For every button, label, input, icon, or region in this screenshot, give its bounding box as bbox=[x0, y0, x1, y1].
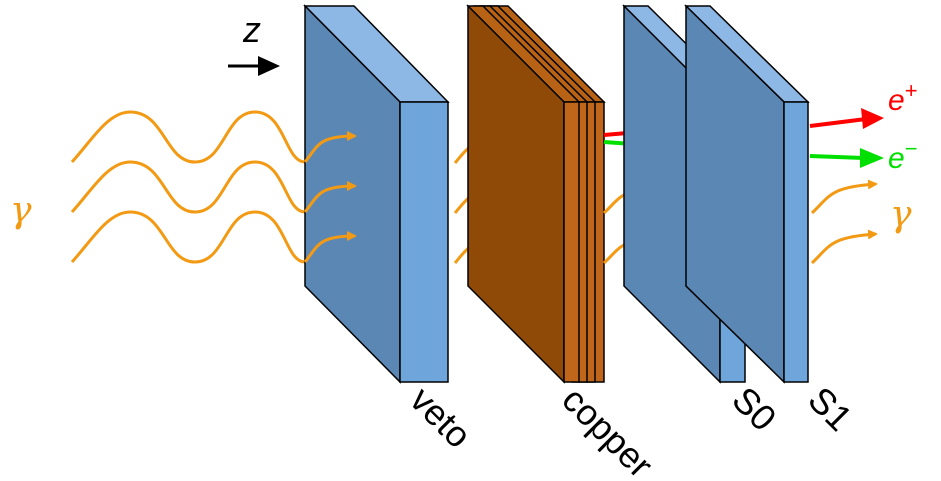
copper-converter bbox=[466, 4, 606, 384]
positron-charge: + bbox=[905, 78, 918, 103]
copper-plate-1 bbox=[466, 4, 581, 384]
veto-side bbox=[399, 101, 449, 383]
positron-label: e+ bbox=[888, 78, 918, 117]
photon-out-2 bbox=[810, 229, 878, 265]
positron-track-out bbox=[809, 117, 867, 128]
s1-label: S1 bbox=[800, 379, 860, 439]
s1-scintillator bbox=[684, 4, 810, 384]
electron-track-out bbox=[809, 154, 865, 160]
electron-charge: − bbox=[905, 136, 918, 161]
positron-symbol: e bbox=[888, 84, 905, 117]
gamma-in-label: γ bbox=[10, 190, 32, 231]
s0-label: S0 bbox=[724, 379, 784, 439]
z-axis-arrow bbox=[228, 56, 280, 76]
copper-label: copper bbox=[554, 379, 661, 481]
veto-label: veto bbox=[402, 379, 479, 456]
gamma-out-label: γ bbox=[890, 194, 912, 235]
electron-label: e− bbox=[888, 136, 918, 175]
photon-out-1 bbox=[810, 179, 878, 215]
s1-side bbox=[783, 101, 809, 383]
incoming-photon-waves bbox=[70, 110, 306, 264]
electron-symbol: e bbox=[888, 142, 905, 175]
z-axis-label: z bbox=[242, 9, 261, 50]
photon-wave-3 bbox=[70, 210, 306, 264]
photon-wave-1 bbox=[70, 110, 306, 164]
outgoing-particles bbox=[809, 108, 884, 265]
photon-wave-2 bbox=[70, 160, 306, 214]
veto-scintillator bbox=[303, 4, 450, 384]
photons-in-veto bbox=[303, 131, 357, 263]
